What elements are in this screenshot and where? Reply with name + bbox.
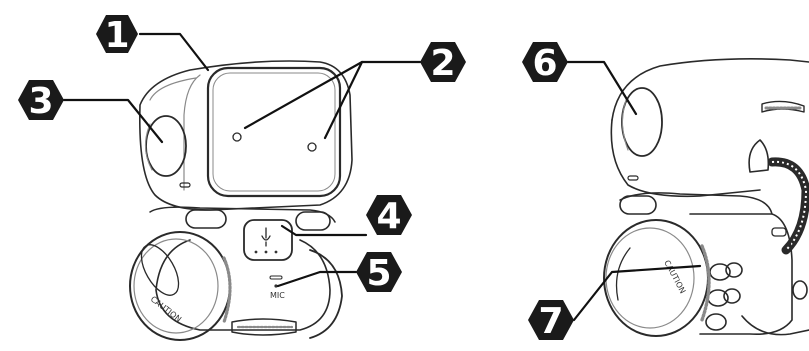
robot-rear-switch [771,227,787,237]
robot-front-chest-panel [243,219,293,261]
leader-lines [62,32,702,322]
robot-front-body [155,239,331,331]
knob [705,313,727,331]
callout-hex-5 [356,252,402,292]
knob [792,280,808,300]
callout-number-4: 4 [376,196,401,237]
robot-rear-arm-stub [619,195,657,215]
callout-hex-3 [18,80,64,120]
leader-line-4 [280,224,368,237]
robot-front-head-slot [179,182,191,188]
callout-hex-7 [528,300,574,340]
knob [725,262,743,278]
robot-rear-view: CAUTION [603,58,809,337]
robot-front-left-eye [232,132,242,142]
knob [723,288,741,304]
robot-front-wheel-tread [222,256,232,324]
robot-front-right-wheel [309,249,343,339]
robot-rear-head-bottom [610,119,761,198]
callout-number-2: 2 [430,43,455,84]
robot-front-neck [149,206,336,223]
leader-line-1 [138,32,210,72]
leader-line-6 [566,60,638,116]
mic-label: MIC [270,291,285,300]
leader-line-2b [243,60,364,130]
robot-rear-head-slot [627,175,639,181]
callout-number-7: 7 [538,301,563,342]
callout-hex-4 [366,195,412,235]
robot-front-left-wheel-hub [133,238,219,334]
robot-rear-vent [761,100,805,113]
leader-line-5 [276,270,358,288]
robot-rear-wheel-tread [700,244,711,322]
robot-front-wheel-emboss [140,244,180,296]
robot-rear-ear-rim [621,99,629,151]
callout-number-5: 5 [366,253,391,294]
callout-number-3: 3 [28,81,53,122]
robot-rear-body [689,213,793,336]
robot-rear-neck [619,192,773,215]
robot-front-head-shell [138,60,353,211]
callout-hex-1 [96,15,138,53]
leader-line-3 [62,98,164,144]
robot-rear-hose-ridges [771,160,808,251]
callout-hexagons: 1 2 3 4 5 6 7 [18,15,574,342]
caution-label-front: CAUTION [149,294,183,324]
microphone-icon [261,227,271,247]
body-slot [269,275,283,280]
indicator-dot [264,250,268,254]
robot-front-ear-rim [144,123,153,171]
robot-front-view: MIC CAUTION [129,60,353,341]
leader-line-7 [572,264,702,322]
robot-front-head-side [183,74,201,191]
robot-rear-right-wheel [741,315,809,336]
robot-rear-hose-clip [748,139,770,173]
robot-rear-wheel [603,219,709,337]
robot-rear-wheel-emboss [615,247,631,301]
mic-hole [274,284,278,288]
robot-front-right-arm-stub [295,211,331,231]
robot-front-ear-disc [145,115,187,177]
indicator-dot [254,250,258,254]
robot-rear-head-shell [611,58,809,121]
robot-front-right-eye [307,142,317,152]
robot-front-head-back [149,77,197,101]
robot-front-face-inner [212,72,336,192]
indicator-dot [274,250,278,254]
robot-front-speaker-grille [231,318,297,336]
callout-number-1: 1 [104,15,129,56]
robot-rear-ear-disc [621,87,663,157]
callout-hex-2 [420,42,466,82]
callout-hex-6 [522,42,568,82]
robot-front-left-arm-stub [185,209,227,229]
caution-label-rear: CAUTION [662,259,687,295]
callout-number-6: 6 [532,43,557,84]
robot-front-face-screen [206,66,342,198]
